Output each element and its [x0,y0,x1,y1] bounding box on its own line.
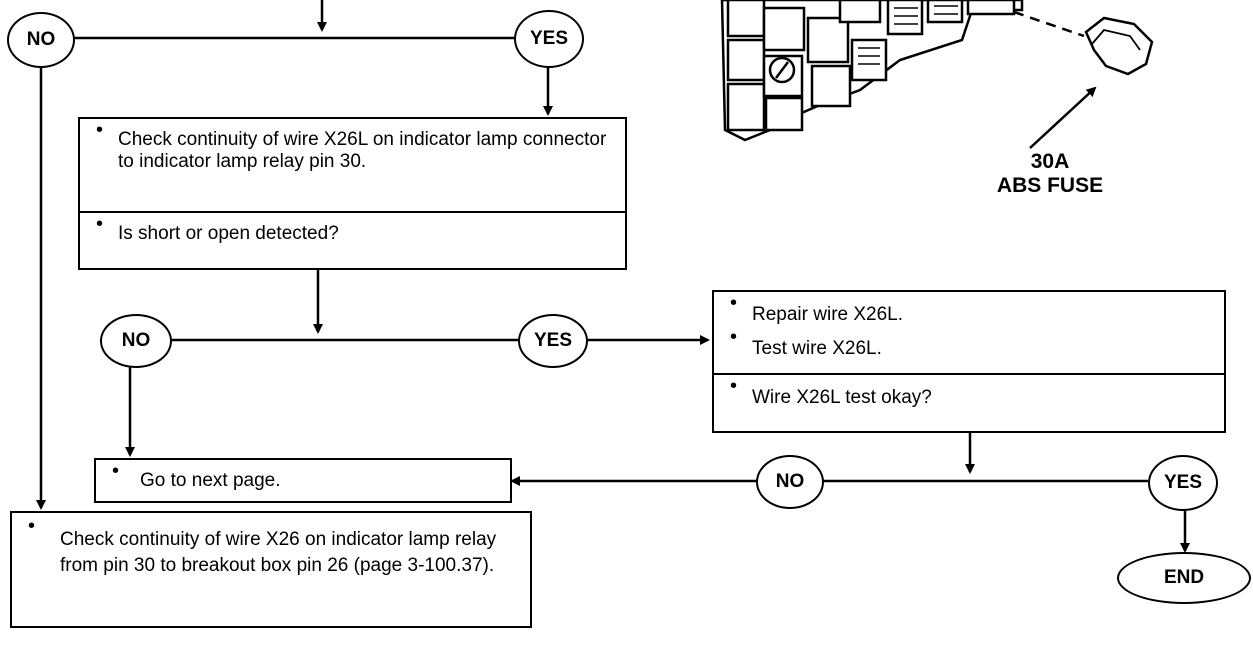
box-check-x26: Check continuity of wire X26 on indicato… [10,511,532,628]
decision-mid-no: NO [100,314,172,368]
decision-low-yes: YES [1148,455,1218,511]
fuse-label: 30A [985,150,1115,174]
step-check-x26: Check continuity of wire X26 on indicato… [12,513,530,579]
box-check-x26l-divider [80,211,625,213]
step-check-x26l: Check continuity of wire X26L on indicat… [80,119,625,197]
fuse-callout-arrow [1029,86,1097,149]
question-short-open: Is short or open detected? [80,213,625,245]
fuse-name: ABS FUSE [996,174,1104,197]
step-check-x26-text: Check continuity of wire X26 on indicato… [60,529,497,576]
step-repair: Repair wire X26L. [714,292,1224,326]
fuse-rating: 30A [1030,150,1070,173]
step-test: Test wire X26L. [714,326,1224,360]
box-repair-divider [714,373,1224,375]
box-check-x26l: Check continuity of wire X26L on indicat… [78,117,627,270]
decision-top-yes: YES [514,10,584,68]
question-short-open-text: Is short or open detected? [118,223,339,244]
box-next-page: Go to next page. [94,458,512,503]
question-test-okay-text: Wire X26L test okay? [752,387,932,408]
decision-top-no: NO [7,12,75,68]
question-test-okay: Wire X26L test okay? [714,375,1224,409]
step-next-page: Go to next page. [96,460,510,492]
end-terminal: END [1117,552,1251,604]
box-repair-x26l: Repair wire X26L. Test wire X26L. Wire X… [712,290,1226,433]
decision-low-no: NO [756,455,824,509]
step-repair-text: Repair wire X26L. [752,304,904,325]
step-check-x26l-text: Check continuity of wire X26L on indicat… [118,129,607,172]
fuse-name-label: ABS FUSE [960,174,1140,198]
decision-mid-yes: YES [518,314,588,368]
fuse-block-illustration [720,0,1154,142]
step-next-page-text: Go to next page. [140,470,281,491]
step-test-text: Test wire X26L. [752,338,882,359]
